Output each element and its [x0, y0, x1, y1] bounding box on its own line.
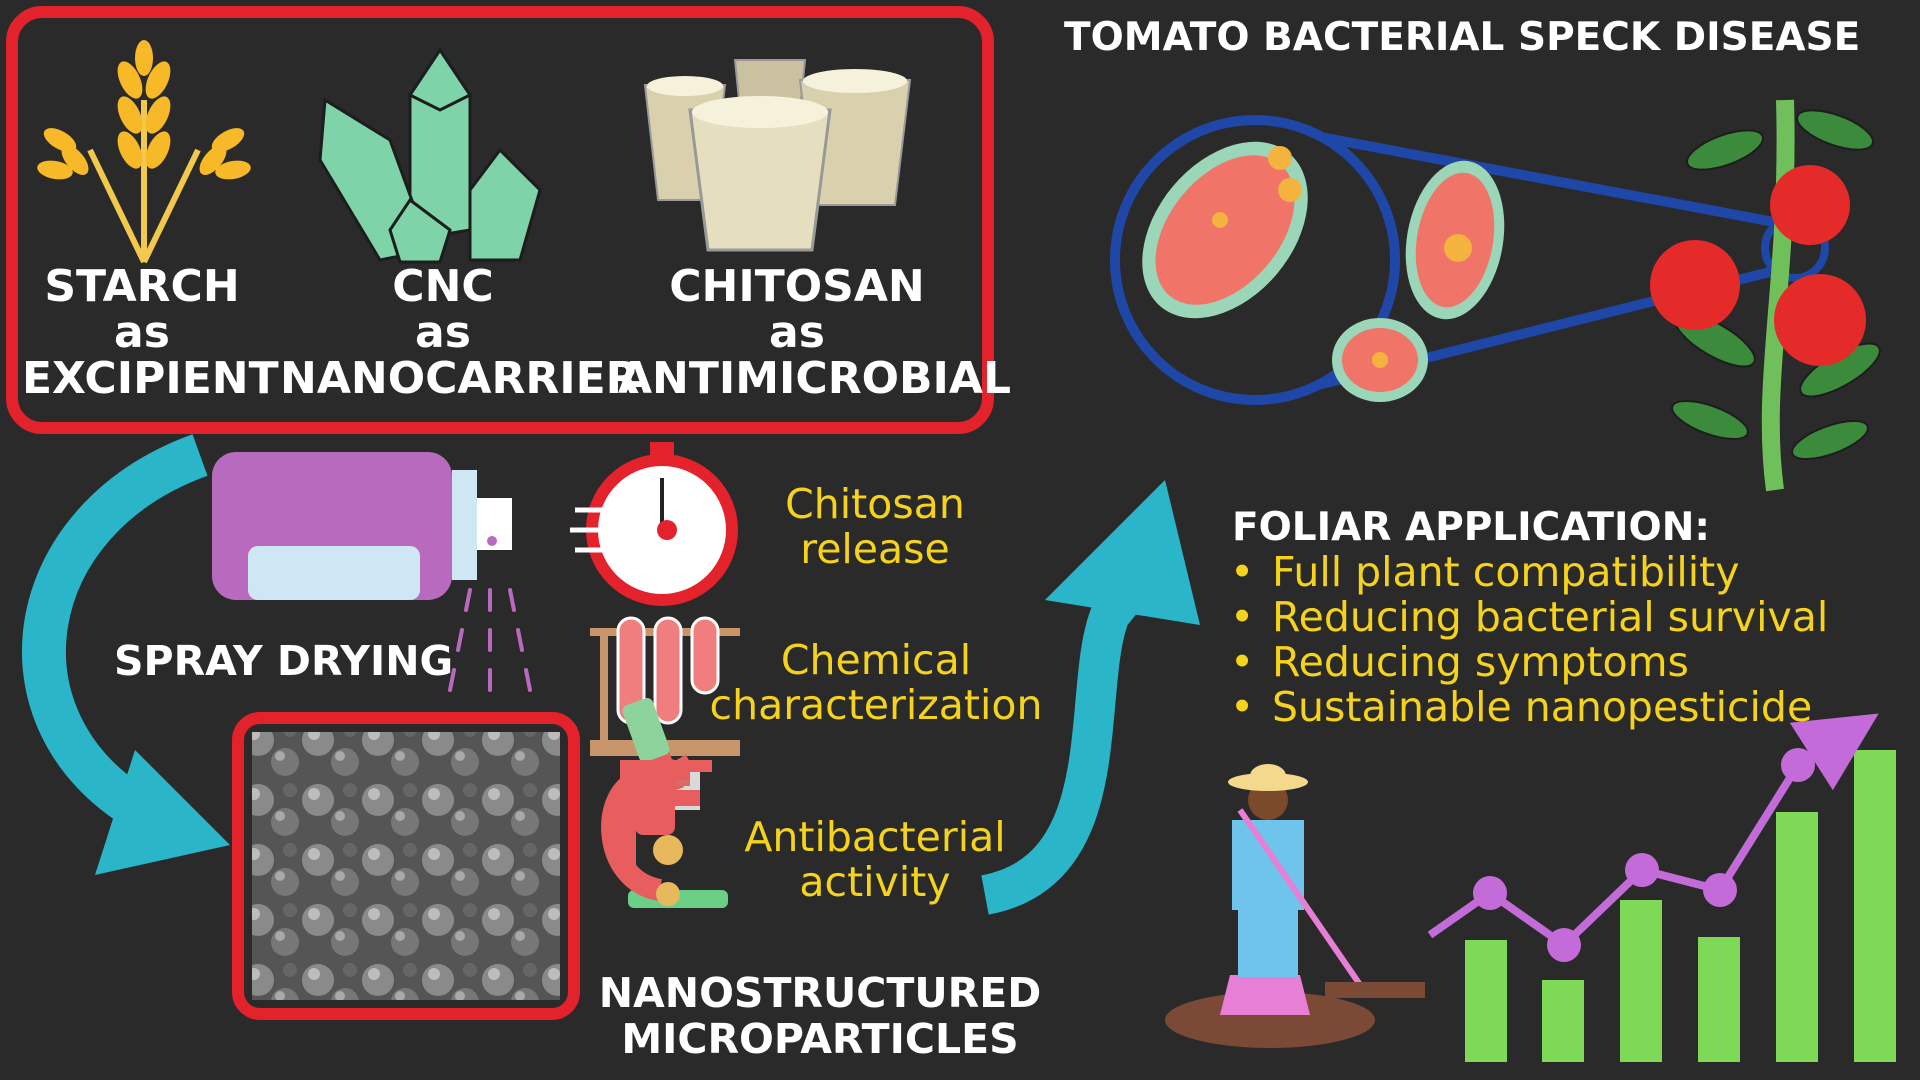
- bacteria-icon: [1142, 141, 1505, 402]
- foliar-bullet: Reducing bacterial survival: [1230, 595, 1828, 641]
- cnc-label: CNC as NANOCARRIER: [280, 261, 640, 404]
- spray-bottle-icon: [212, 452, 532, 692]
- foliar-bullet: Sustainable nanopesticide: [1230, 685, 1812, 731]
- chitosan-label: CHITOSAN as ANTIMICROBIAL: [618, 261, 1011, 404]
- chitosan-cups-icon: [643, 59, 912, 252]
- chitosan-line2: as: [769, 307, 825, 358]
- cnc-line1: CNC: [392, 261, 494, 312]
- particles-line2: MICROPARTICLES: [621, 1015, 1019, 1063]
- chemical-line2: characterization: [709, 681, 1043, 729]
- cnc-line3: NANOCARRIER: [280, 353, 640, 404]
- sem-image: [232, 712, 580, 1020]
- antibacterial-line1: Antibacterial: [744, 813, 1006, 861]
- disease-title: TOMATO BACTERIAL SPECK DISEASE: [1064, 15, 1861, 60]
- wheat-icon: [37, 40, 251, 264]
- tomato-plant-icon: [1650, 99, 1881, 492]
- starch-line3: EXCIPIENT: [22, 353, 279, 404]
- chitosan-line1: CHITOSAN: [669, 261, 925, 312]
- antibacterial-label: Antibacterial activity: [730, 815, 1020, 905]
- crystal-icon: [318, 47, 542, 264]
- growth-chart-icon: [1427, 713, 1896, 1062]
- stopwatch-icon: [570, 442, 738, 606]
- farmer-icon: [1165, 764, 1425, 1048]
- antibacterial-line2: activity: [799, 858, 951, 906]
- teal-arrow-left: [22, 434, 230, 875]
- particles-label: NANOSTRUCTURED MICROPARTICLES: [580, 970, 1060, 1062]
- teal-arrow-right: [980, 480, 1200, 915]
- chitosan-line3: ANTIMICROBIAL: [618, 353, 1011, 404]
- chemical-line1: Chemical: [780, 636, 972, 684]
- particles-line1: NANOSTRUCTURED: [598, 969, 1042, 1017]
- microscope-icon: [601, 698, 728, 908]
- foliar-bullet: Reducing symptoms: [1230, 640, 1689, 686]
- starch-line2: as: [114, 307, 170, 358]
- release-line1: Chitosan: [785, 480, 965, 528]
- foliar-heading: FOLIAR APPLICATION:: [1232, 505, 1710, 550]
- chemical-label: Chemical characterization: [700, 638, 1052, 728]
- test-tubes-icon: [590, 616, 740, 756]
- starch-line1: STARCH: [44, 261, 240, 312]
- release-label: Chitosan release: [750, 482, 1000, 572]
- starch-label: STARCH as EXCIPIENT: [22, 261, 279, 404]
- release-line2: release: [800, 525, 950, 573]
- cnc-line2: as: [415, 307, 471, 358]
- spray-drying-label: SPRAY DRYING: [114, 637, 454, 685]
- foliar-bullet: Full plant compatibility: [1230, 550, 1739, 596]
